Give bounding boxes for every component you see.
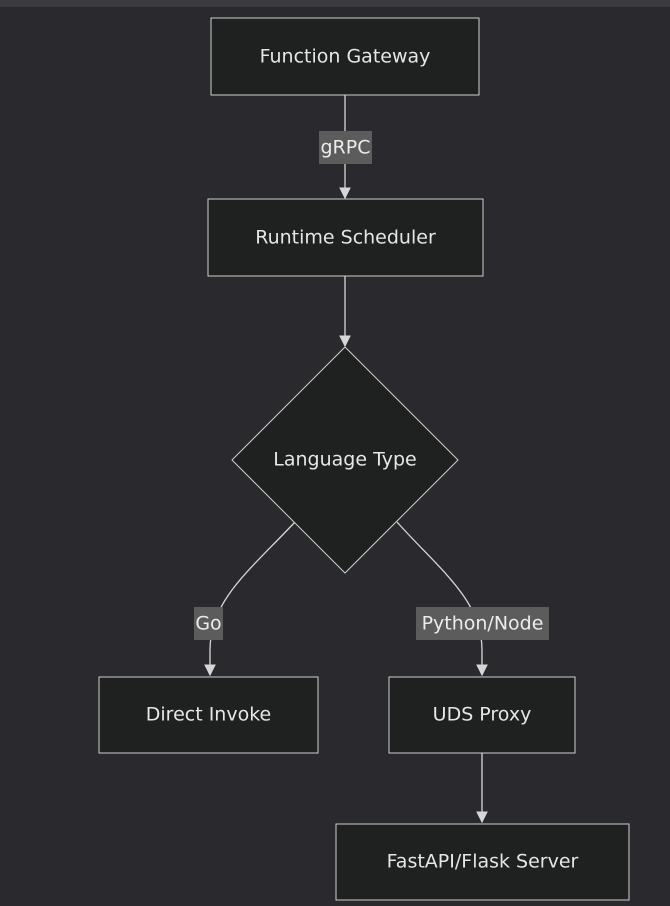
node-fastapi-flask-server-label: FastAPI/Flask Server <box>387 851 579 873</box>
edge-label-go-text: Go <box>195 613 221 635</box>
edge-label-grpc-text: gRPC <box>321 137 371 159</box>
node-language-type[interactable]: Language Type <box>231 346 459 574</box>
edge-language-to-direct <box>204 521 296 677</box>
node-fastapi-flask-server[interactable]: FastAPI/Flask Server <box>335 823 630 901</box>
node-uds-proxy[interactable]: UDS Proxy <box>388 676 576 754</box>
edge-label-python-node-text: Python/Node <box>422 613 544 635</box>
node-direct-invoke-label: Direct Invoke <box>146 704 271 726</box>
edge-label-go: Go <box>194 607 223 640</box>
node-runtime-scheduler[interactable]: Runtime Scheduler <box>207 198 484 277</box>
node-language-type-label: Language Type <box>273 449 416 471</box>
edge-label-grpc: gRPC <box>319 131 372 164</box>
top-window-bar <box>0 0 670 7</box>
edge-label-python-node: Python/Node <box>416 607 549 640</box>
node-function-gateway[interactable]: Function Gateway <box>210 17 480 96</box>
node-function-gateway-label: Function Gateway <box>260 46 431 68</box>
node-direct-invoke[interactable]: Direct Invoke <box>98 676 319 754</box>
edge-language-to-uds <box>396 521 488 677</box>
node-uds-proxy-label: UDS Proxy <box>433 704 532 726</box>
node-runtime-scheduler-label: Runtime Scheduler <box>255 227 436 249</box>
